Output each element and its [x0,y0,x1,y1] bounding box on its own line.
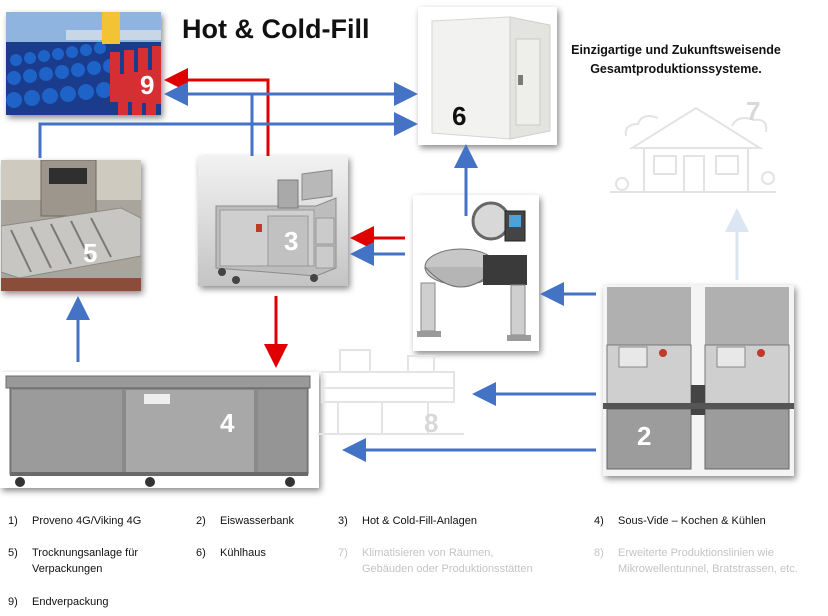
legend-num: 1) [8,515,18,527]
legend-num: 6) [196,547,206,559]
legend-text: Proveno 4G/Viking 4G [32,515,142,527]
legend-text: Trocknungsanlage für [32,547,138,559]
legend-text-line2: Verpackungen [32,563,103,575]
legend-item-1: 1) Proveno 4G/Viking 4G [8,513,141,529]
legend-item-9: 9) Endverpackung [8,594,108,610]
legend-num: 9) [8,596,18,608]
legend-text: Endverpackung [32,596,109,608]
node-2-label: 2 [637,421,652,451]
legend-item-7: 7) Klimatisieren von Räumen, Gebäuden oder… [338,545,533,577]
legend-num: 3) [338,515,348,527]
legend-text: Erweiterte Produktionslinien wie [618,547,774,559]
legend-item-3: 3) Hot & Cold-Fill-Anlagen [338,513,477,529]
legend-item-6: 6) Kühlhaus [196,545,266,561]
node-5-label: 5 [83,238,98,268]
proveno-kettle-image: 1 [413,195,539,351]
bottling-line-image: 9 [6,12,161,115]
node-4-label: 4 [220,408,235,438]
legend-num: 4) [594,515,604,527]
cold-room-image: 6 [418,7,557,145]
node-9-label: 9 [140,70,155,100]
legend-num: 2) [196,515,206,527]
legend-item-4: 4) Sous-Vide – Kochen & Kühlen [594,513,766,529]
legend-text: Hot & Cold-Fill-Anlagen [362,515,477,527]
tagline: Einzigartige und Zukunftsweisende Gesamt… [571,43,781,76]
node-8-label: 8 [424,408,439,438]
node-1-label: 1 [493,305,508,335]
arrow-5-to-6 [38,112,418,158]
node-7-label: 7 [746,96,761,126]
node-6-label: 6 [452,101,467,131]
climate-house-image: 7 [604,96,782,198]
legend-text: Eiswasserbank [220,515,294,527]
production-line-image: 8 [318,338,464,448]
arrow-to-9-red [164,68,270,156]
legend-text: Klimatisieren von Räumen, [362,547,494,559]
legend-text: Sous-Vide – Kochen & Kühlen [618,515,766,527]
legend-num: 8) [594,547,604,559]
legend-item-2: 2) Eiswasserbank [196,513,294,529]
legend-num: 7) [338,547,348,559]
legend-text-line2: Mikrowellentunnel, Bratstrassen, etc. [618,563,798,575]
hot-cold-fill-image: 3 [198,156,348,286]
legend-text-line2: Gebäuden oder Produktionsstätten [362,563,533,575]
drying-line-image: 5 [1,160,141,291]
ice-water-bank-image: 2 [603,285,794,476]
page-title: Hot & Cold-Fill [182,14,370,44]
sous-vide-tank-image: 4 [0,372,319,488]
node-3-label: 3 [284,226,299,256]
legend-text: Kühlhaus [220,547,266,559]
legend-num: 5) [8,547,18,559]
